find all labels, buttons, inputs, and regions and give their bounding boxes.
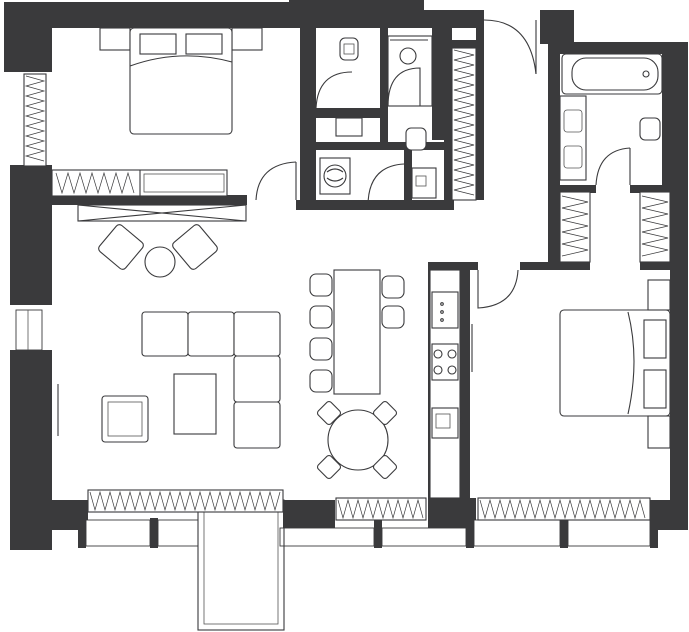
radiators xyxy=(23,73,651,521)
second-bedroom xyxy=(471,279,671,449)
master-bedroom xyxy=(51,27,297,222)
hatching xyxy=(24,49,669,520)
second-bathroom xyxy=(559,53,671,263)
kitchen xyxy=(429,269,519,499)
living-area xyxy=(57,224,405,480)
walls xyxy=(4,0,688,550)
balcony xyxy=(197,499,285,631)
wet-area xyxy=(315,35,437,207)
